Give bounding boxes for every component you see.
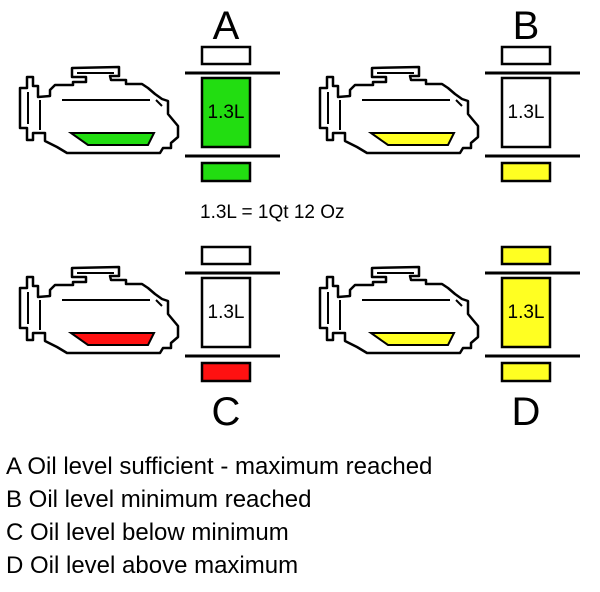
panel-letter: B [512,4,540,48]
dipstick-gauge [485,245,580,383]
volume-label: 1.3L [207,302,245,323]
dipstick-gauge [185,45,280,183]
panel-c: 1.3L C [0,200,300,432]
engine-gauge-graphic [18,45,280,183]
dipstick-gauge [185,245,280,383]
legend-item-b: B Oil level minimum reached [6,486,312,513]
panel-letter: A [212,4,240,48]
volume-label: 1.3L [507,302,545,323]
engine-gauge-graphic [318,45,580,183]
legend-item-c: C Oil level below minimum [6,519,289,546]
panel-letter: C [211,390,241,434]
dipstick-gauge [485,45,580,183]
volume-label: 1.3L [207,102,245,123]
engine-icon [18,265,180,355]
volume-label: 1.3L [507,102,545,123]
panel-a: A 1.3L [0,0,300,200]
engine-gauge-graphic [18,245,280,383]
panel-b: B 1.3L [300,0,600,200]
engine-icon [318,65,480,155]
engine-icon [318,265,480,355]
engine-icon [18,65,180,155]
panel-letter: D [511,390,541,434]
legend-item-a: A Oil level sufficient - maximum reached [6,453,433,480]
engine-gauge-graphic [318,245,580,383]
legend: A Oil level sufficient - maximum reached… [6,450,596,582]
conversion-note: 1.3L = 1Qt 12 Oz [200,202,345,223]
panel-d: 1.3L D [300,200,600,432]
legend-item-d: D Oil level above maximum [6,552,299,579]
